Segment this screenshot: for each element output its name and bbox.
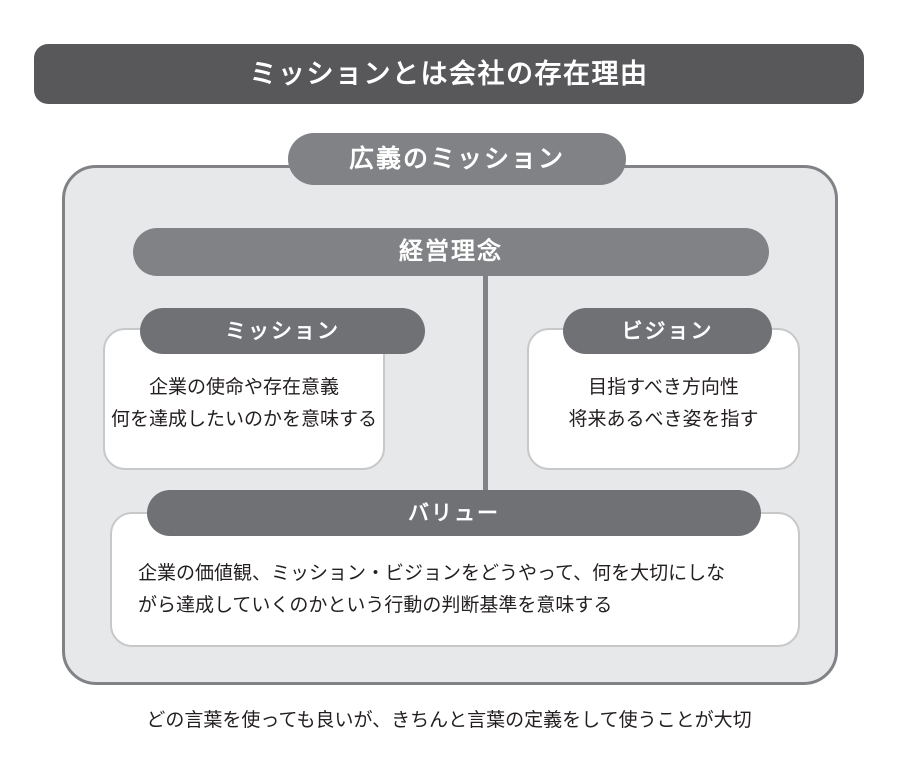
vision-card-header-label: ビジョン (621, 319, 714, 343)
value-card-body: 企業の価値観、ミッション・ビジョンをどうやって、何を大切にしな がら達成していく… (138, 563, 726, 616)
broad-mission-label: 広義のミッション (348, 144, 565, 173)
value-card-header: バリュー (147, 490, 761, 536)
title-banner: ミッションとは会社の存在理由 (34, 44, 864, 104)
vision-card-body: 目指すべき方向性 将来あるべき姿を指す (568, 377, 759, 430)
connector-line-vertical (483, 268, 488, 500)
management-philosophy-bar: 経営理念 (133, 228, 769, 276)
management-philosophy-label: 経営理念 (399, 238, 503, 265)
footer-caption: どの言葉を使っても良いが、きちんと言葉の定義をして使うことが大切 (146, 710, 752, 731)
value-card-header-label: バリュー (408, 501, 500, 525)
mission-card-body: 企業の使命や存在意義 何を達成したいのかを意味する (110, 377, 377, 430)
broad-mission-pill: 広義のミッション (288, 133, 626, 185)
vision-card-header: ビジョン (563, 308, 772, 354)
page-title: ミッションとは会社の存在理由 (249, 58, 649, 89)
mission-card-header: ミッション (140, 308, 425, 354)
mission-card-header-label: ミッション (225, 319, 340, 343)
